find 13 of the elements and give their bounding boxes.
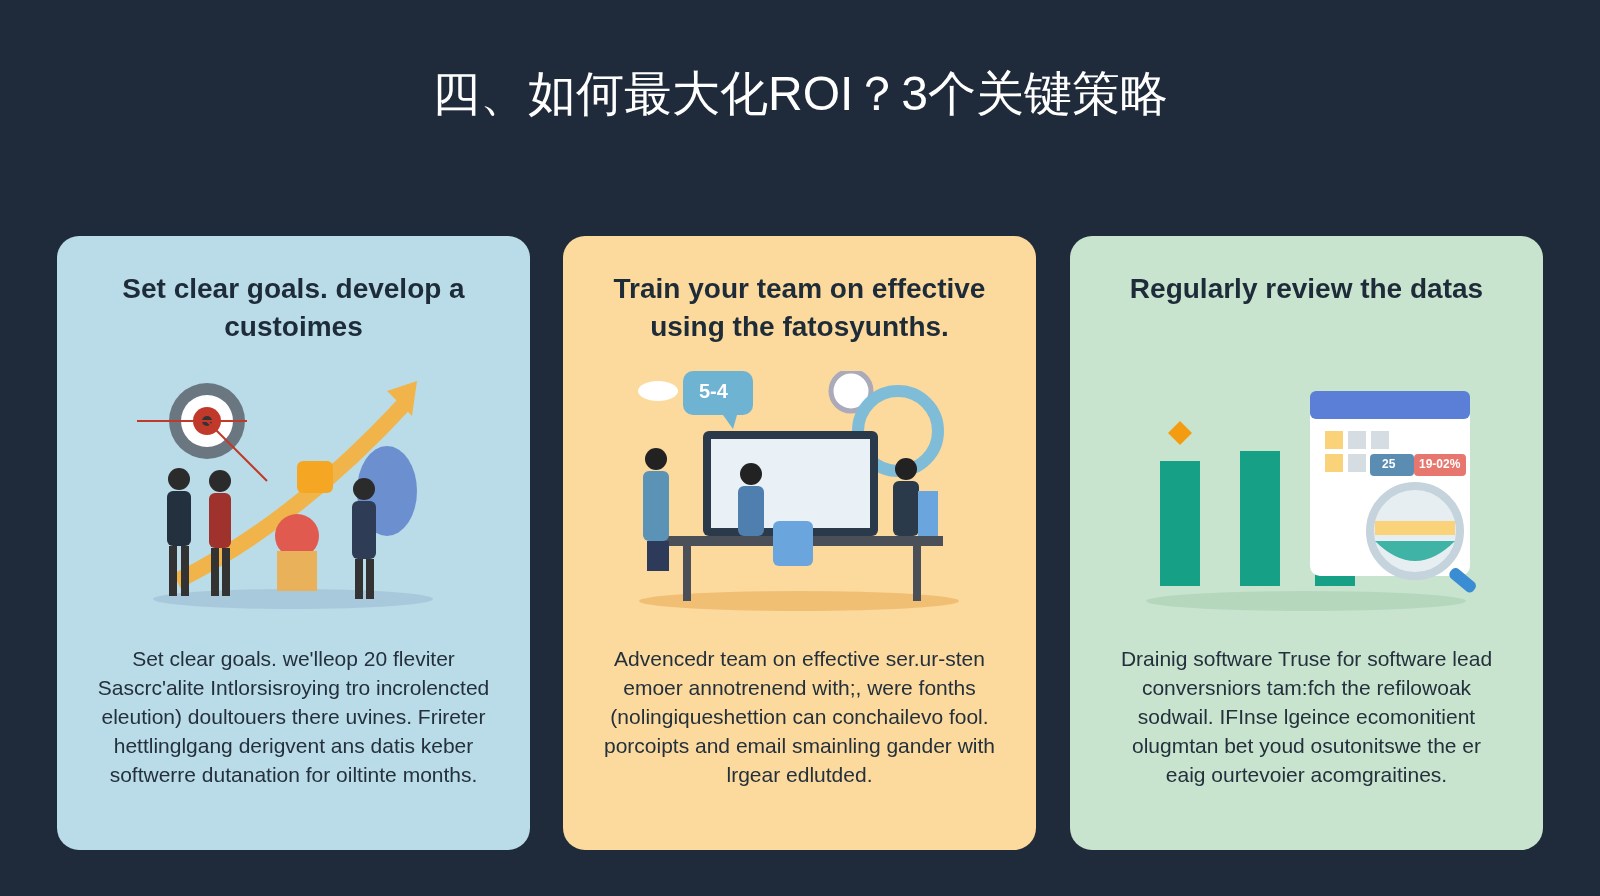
strategy-card [1070,236,1543,850]
strategy-card [57,236,530,850]
card-text: Drainig software Truse for software lead conversniors tam:fch the refilowoak sodwail. IFInse lgeince ecomonitient olugmtan bet youd osutonitswe the er eaig ourtevoier acomgraitines. [1119,646,1494,788]
strategy-card [563,236,1036,850]
card-heading: Train your team on effective using the fatosyunths. [612,272,987,344]
card-heading: Regularly review the datas [1128,272,1485,306]
badge-text: 19-02% [1419,457,1461,471]
title: 四、如何最大化ROI？3个关键策略 [431,66,1169,122]
card-text: Advencedr team on effective ser.ur-sten emoer annotrenend with;, were fonths (nolingiqueshettion can conchailevo fool. porcoipts and email smainling gander with lrgear edlutded. [603,646,996,788]
badge-text: 25 [1382,457,1396,471]
bubble-text: 5-4 [699,380,728,403]
card-heading: Set clear goals. develop a custoimes [121,272,466,344]
card-text: Set clear goals. we'lleop 20 fleviter Sascrc'alite Intlorsisroying tro incrolencted eleution) doultouers there uvines. Frireter hettlinglgang derigvent ans datis keber softwerre dutanation for oiltinte months. [97,646,490,788]
